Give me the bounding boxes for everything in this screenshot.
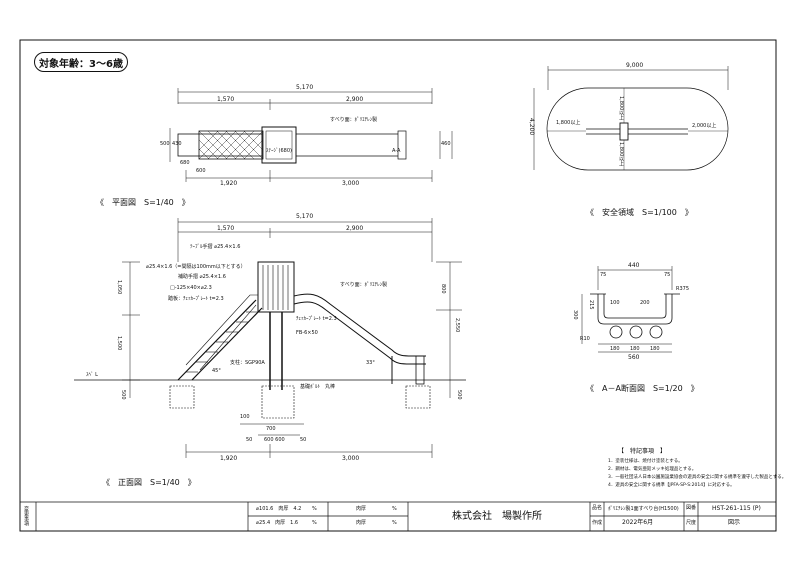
section-dim-100: 100	[610, 300, 620, 306]
tb-date-value: 2022年6月	[622, 519, 654, 526]
safety-dim-2000: 2,000以上	[692, 123, 717, 129]
plan-caption: 《 平面図 S=1/40 》	[96, 198, 190, 207]
tb-pct-2: %	[312, 520, 317, 526]
elev-dim-bottom-left: 1,920	[220, 455, 238, 462]
tb-mat-label-1: 肉厚	[356, 506, 367, 512]
safety-area-view	[533, 66, 729, 171]
tb-name-label: 品名	[592, 505, 603, 511]
section-dim-560: 560	[628, 354, 640, 361]
elev-dim-1500: 1,500	[116, 336, 122, 351]
section-view	[581, 266, 680, 353]
safety-dim-total: 9,000	[626, 62, 644, 69]
elev-label-handrail-top: ﾃｰﾌﾞﾙ手摺 ⌀25.4×1.6	[190, 244, 241, 250]
note-line-2: 2．鋼材は、電気亜鉛メッキ処理品とする。	[608, 467, 697, 472]
special-notes: 【 特記事項 】 1．塗装仕様は、焼付け塗装とする。 2．鋼材は、電気亜鉛メッキ…	[608, 446, 787, 490]
elev-label-gl: ｽﾍﾞ L	[86, 372, 98, 378]
age-label: 対象年齢：3〜6歳	[34, 52, 128, 72]
safety-dim-1800-left: 1,800以上	[556, 120, 581, 126]
plan-dim-bottom-left: 1,920	[220, 180, 238, 187]
elev-dim-50-right: 50	[300, 437, 307, 443]
plan-dim-680: 680	[180, 160, 190, 166]
elev-dim-bottom-right: 3,000	[342, 455, 360, 462]
elev-label-step: 踏板：ﾁｪｯｶｰﾌﾟﾚｰﾄ t=2.3	[168, 296, 224, 302]
tb-pct-4: %	[392, 520, 397, 526]
tb-side-label: 変更事項	[23, 506, 29, 526]
elev-angle-45: 45°	[212, 368, 221, 374]
note-line-3: 3．一般社団法人日本公園施設業協会の遊具の安全に関する規準を遵守した製品とする。	[608, 475, 787, 480]
plan-section-marker: A-A	[392, 148, 401, 154]
plan-view	[169, 88, 453, 182]
elev-dim-2550: 2,550	[454, 318, 460, 333]
safety-dim-1800-bottom: 1,800以上	[618, 142, 624, 167]
plan-dim-right: 2,900	[346, 96, 364, 103]
elev-label-aux-rail: 補助手摺 ⌀25.4×1.6	[178, 274, 226, 280]
plan-dim-left: 1,570	[217, 96, 235, 103]
notes-heading: 【 特記事項 】	[618, 448, 667, 455]
plan-dim-460: 460	[441, 141, 451, 147]
tb-material-1: ⌀101.6 肉厚 4.2	[256, 506, 302, 512]
section-dim-75-left: 75	[600, 272, 607, 278]
elev-dim-600-600: 600 600	[264, 437, 285, 443]
plan-dim-height: 500	[160, 141, 170, 147]
elev-label-pillar: 支柱：SGP90A	[230, 360, 265, 366]
section-dim-200: 200	[640, 300, 650, 306]
section-dim-r10: R10	[580, 336, 590, 342]
tb-scale-label: 尺度	[686, 520, 697, 526]
elev-dim-100: 100	[240, 414, 250, 420]
elev-dim-700: 700	[266, 426, 276, 432]
elev-dim-total: 5,170	[296, 213, 314, 220]
plan-stage-label: ｽﾃｰｼﾞ(680)	[266, 148, 292, 154]
tb-material-2: ⌀25.4 肉厚 1.6	[256, 520, 299, 526]
elev-dim-500-left: 500	[120, 390, 126, 400]
tb-code-value: HST-261-115 (P)	[712, 505, 761, 512]
plan-dim-430: 430	[172, 141, 182, 147]
section-dim-r375: R375	[676, 286, 690, 292]
elev-label-fb: FB-6×50	[296, 330, 318, 336]
elev-dim-50-left: 50	[246, 437, 253, 443]
section-dim-300: 300	[572, 310, 578, 320]
tb-pct-3: %	[392, 506, 397, 512]
tb-date-label: 作成	[592, 520, 603, 526]
section-caption: 《 A－A断面図 S=1/20 》	[586, 384, 699, 393]
elev-label-checker: ﾁｪｯｶｰﾌﾟﾚｰﾄ t=2.3	[296, 316, 337, 322]
safety-dim-height: 4,200	[528, 118, 535, 136]
elev-label-slide: すべり面：ﾎﾟﾘｴﾁﾚﾝ製	[340, 282, 388, 288]
tb-company: 株式会社 場製作所	[452, 511, 542, 522]
elev-label-foundation: 基礎ﾎﾞﾙﾄ 丸棒	[300, 384, 336, 390]
tb-name-value: ﾎﾟﾘｴﾁﾚﾝ製1面すべり台(H1500)	[608, 506, 679, 512]
section-dim-440: 440	[628, 262, 640, 269]
elev-label-square: □-125×40×⌀2.3	[170, 285, 212, 291]
elev-dim-500-right: 500	[456, 390, 462, 400]
tb-scale-value: 図示	[728, 519, 741, 526]
section-dim-180-left: 180	[610, 346, 620, 352]
sheet-border	[19, 39, 777, 532]
section-dim-180-mid: 180	[630, 346, 640, 352]
elev-dim-800: 800	[440, 284, 446, 294]
section-dim-180-right: 180	[650, 346, 660, 352]
elev-dim-right: 2,900	[346, 225, 364, 232]
note-line-4: 4．遊具の安全に関する規準【JPFA-SP-S:2014】に対応する。	[608, 483, 735, 488]
elev-dim-1050: 1,050	[116, 280, 122, 295]
section-dim-215: 215	[588, 300, 594, 310]
elev-dim-left: 1,570	[217, 225, 235, 232]
tb-mat-label-2: 肉厚	[356, 520, 367, 526]
plan-dim-600: 600	[196, 168, 206, 174]
plan-dim-bottom-right: 3,000	[342, 180, 360, 187]
note-line-1: 1．塗装仕様は、焼付け塗装とする。	[608, 459, 683, 464]
safety-dim-1800-top: 1,800以上	[618, 96, 624, 121]
elev-caption: 《 正面図 S=1/40 》	[102, 478, 196, 487]
tb-code-label: 図番	[686, 505, 697, 511]
elevation-view	[74, 218, 466, 458]
safety-caption: 《 安全領域 S=1/100 》	[586, 208, 693, 217]
elev-angle-33: 33°	[366, 360, 375, 366]
title-block	[20, 501, 776, 531]
plan-slide-label: すべり面：ﾎﾟﾘｴﾁﾚﾝ製	[330, 117, 378, 123]
plan-dim-total: 5,170	[296, 84, 314, 91]
section-dim-75-right: 75	[664, 272, 671, 278]
elev-label-handrail-bars: ⌀25.4×1.6（=間隔は100mm以下とする）	[146, 264, 246, 270]
tb-pct-1: %	[312, 506, 317, 512]
